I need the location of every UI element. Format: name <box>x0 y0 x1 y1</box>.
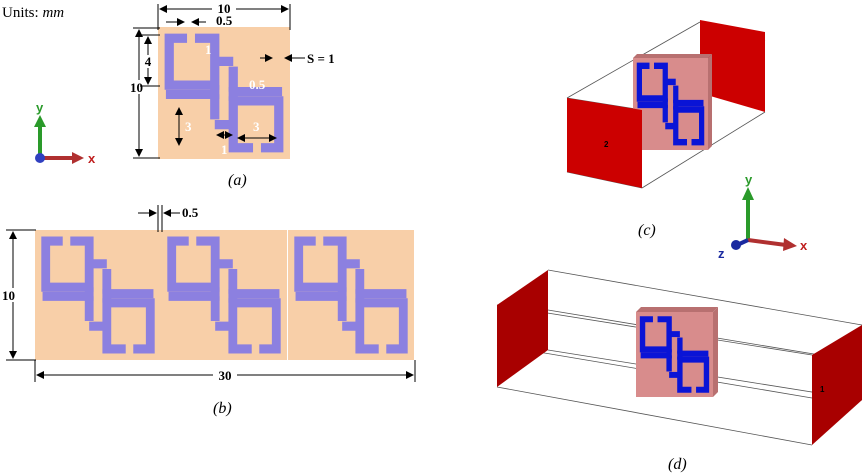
width-label: 10 <box>218 1 231 16</box>
array-gap-label: 0.5 <box>182 205 199 220</box>
port-plate-2 <box>567 98 642 188</box>
bottom-strip-label: 1 <box>221 142 228 157</box>
gap-label: 0.5 <box>216 13 233 28</box>
inner-gap-label: 0.5 <box>249 77 266 92</box>
caption-c: (c) <box>638 222 656 239</box>
array-height-label: 10 <box>2 288 15 303</box>
left-ring-label: 3 <box>185 119 192 134</box>
axis-x-label: x <box>88 151 96 166</box>
caption-a: (a) <box>228 172 247 189</box>
strip-width-label: 1 <box>205 42 212 57</box>
axes-triad-a: y x <box>34 100 96 166</box>
panel-c-simulation-setup: 2 (c) <box>566 20 766 239</box>
panel-b-array: 0.5 10 30 (b) <box>0 205 415 417</box>
array-width-label: 30 <box>219 368 232 383</box>
port-2-label: 2 <box>604 140 609 149</box>
axis-z-label-c: z <box>718 246 725 261</box>
spacing-label: S = 1 <box>307 51 335 66</box>
axis-y-label: y <box>36 100 44 115</box>
port-1-label: 1 <box>820 385 825 394</box>
axis-y-label-c: y <box>745 172 753 187</box>
port-plate-left <box>497 270 548 387</box>
axes-triad-c: y x z <box>718 172 808 261</box>
ring-height-label: 4 <box>145 54 152 69</box>
axis-x-label-c: x <box>800 238 808 253</box>
port-plate-right <box>812 325 862 445</box>
height-label: 10 <box>130 80 143 95</box>
caption-d: (d) <box>668 456 687 473</box>
panel-a-unit-cell: 10 0.5 S = 1 10 4 1 0.5 3 1 3 (a) <box>128 1 335 189</box>
port-plate-1 <box>700 20 765 112</box>
panel-d-simulation-setup: 1 (d) <box>496 269 863 473</box>
units-label: Units: mm <box>2 5 64 21</box>
right-ring-label: 3 <box>253 119 260 134</box>
caption-b: (b) <box>213 400 232 417</box>
